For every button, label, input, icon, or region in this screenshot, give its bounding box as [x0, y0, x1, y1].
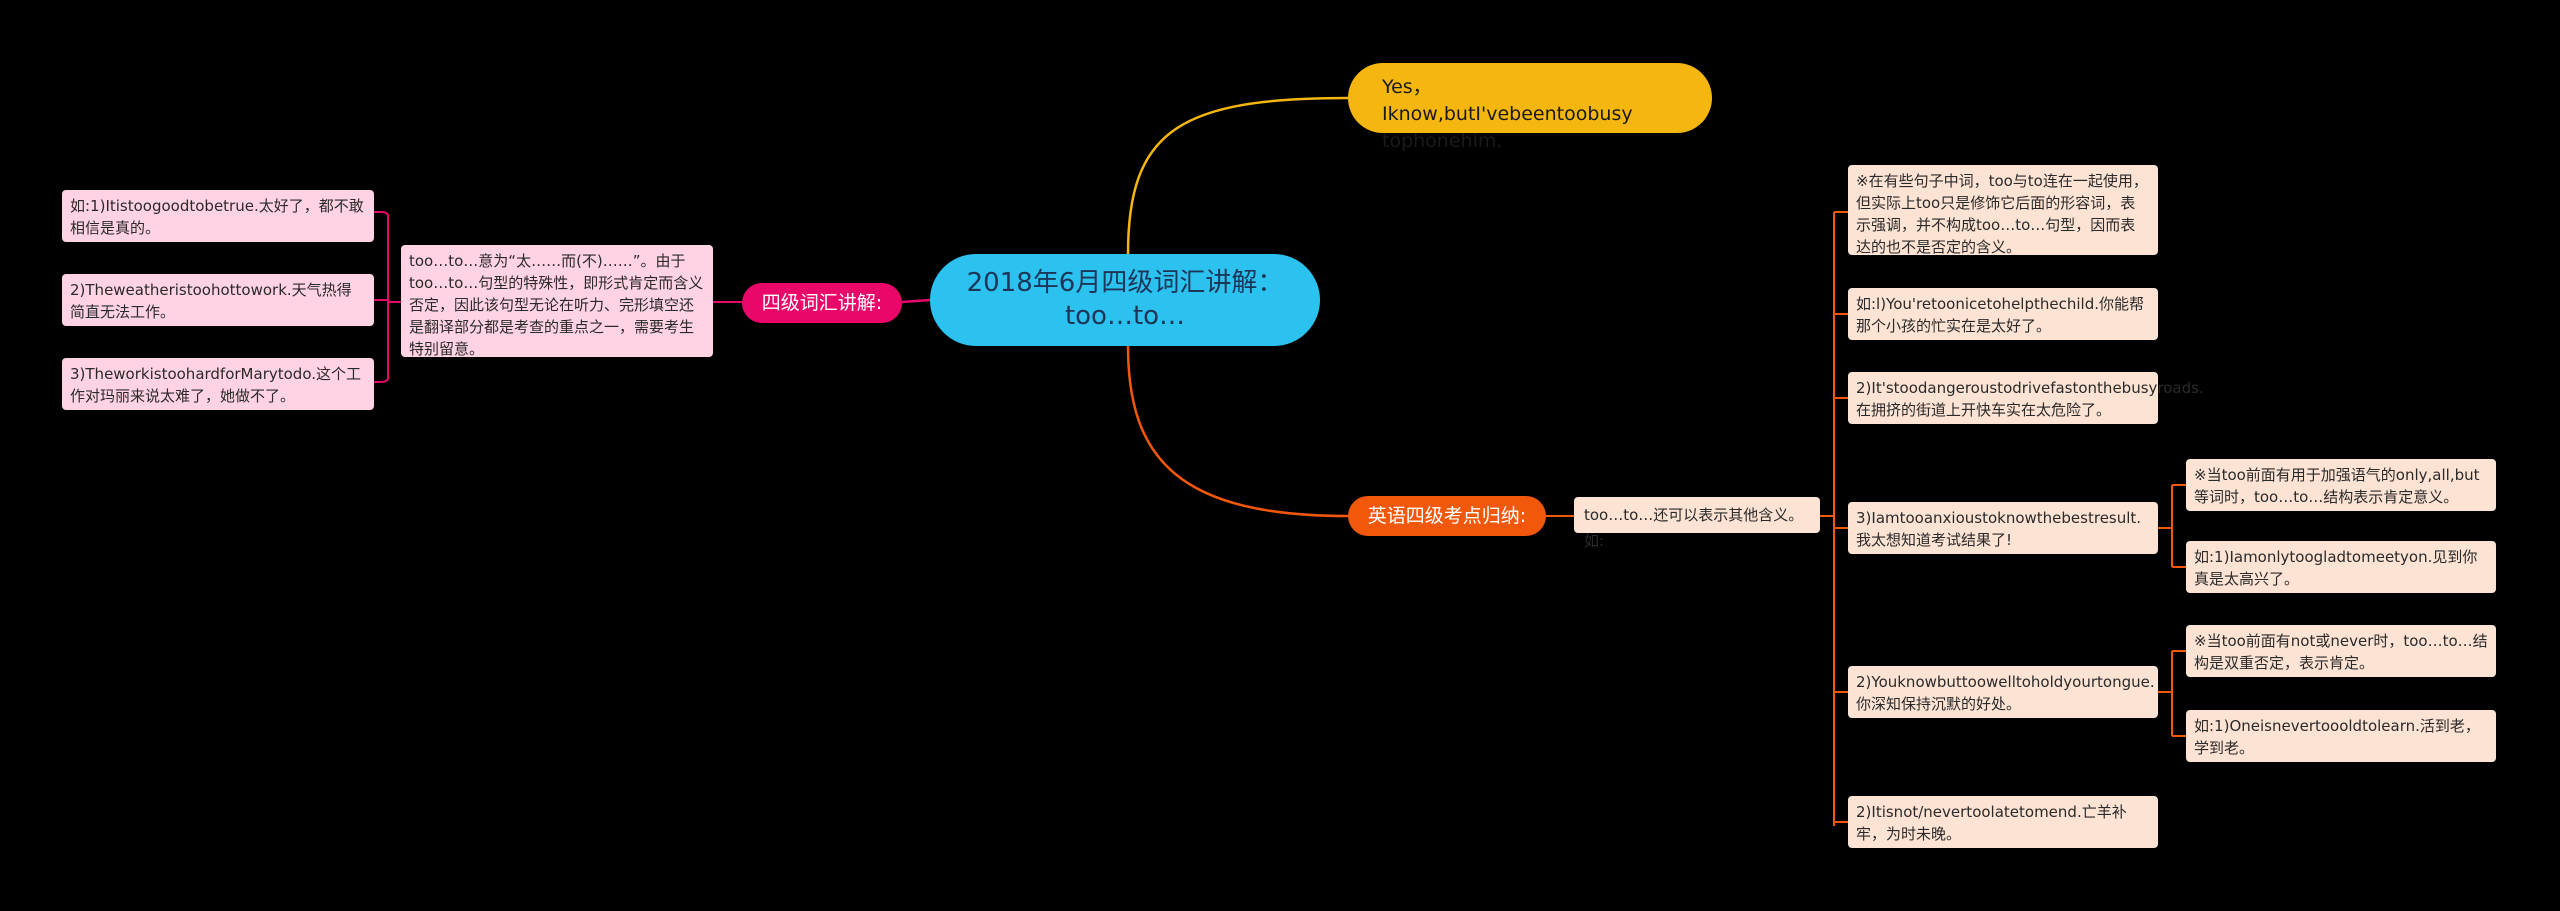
example-text-3: 3)TheworkistoohardforMarytodo.这个工作对玛丽来说太…	[70, 365, 361, 405]
link-item5-subb	[2158, 650, 2186, 737]
branch-top-node[interactable]: Yes，Iknow,butI'vebeentoobusy tophonehim.	[1348, 63, 1712, 152]
explanation-node[interactable]: too…to…意为“太……而(不)……”。由于too…to…句型的特殊性，即形式…	[401, 245, 713, 358]
branch-left-node[interactable]: 四级词汇讲解:	[742, 283, 902, 323]
sub-b-node-2[interactable]: 如:1)Oneisnevertoooldtolearn.活到老，学到老。	[2186, 710, 2496, 762]
sub-a-text-2: 如:1)Iamonlytoogladtomeetyon.见到你真是太高兴了。	[2194, 548, 2478, 588]
item-node-3[interactable]: 2)It'stoodangeroustodrivefastonthebusyro…	[1848, 372, 2204, 424]
item-text-5: 2)Youknowbuttoowelltoholdyourtongue.你深知保…	[1856, 673, 2155, 713]
item-text-2: 如:l)You'retoonicetohelpthechild.你能帮那个小孩的…	[1856, 295, 2144, 335]
branch-left-label: 四级词汇讲解:	[761, 292, 883, 314]
item-node-1[interactable]: ※在有些句子中词，too与to连在一起使用，但实际上too只是修饰它后面的形容词…	[1848, 165, 2158, 256]
item-text-6: 2)Itisnot/nevertoolatetomend.亡羊补牢，为时未晚。	[1856, 803, 2127, 843]
branch-top-label: Yes，Iknow,butI'vebeentoobusy tophonehim.	[1382, 76, 1633, 152]
sub-a-node-1[interactable]: ※当too前面有用于加强语气的only,all,but等词时，too…to…结构…	[2186, 459, 2496, 511]
example-text-1: 如:1)Itistoogoodtobetrue.太好了，都不敢相信是真的。	[70, 197, 364, 237]
explanation-text: too…to…意为“太……而(不)……”。由于too…to…句型的特殊性，即形式…	[409, 252, 704, 358]
sub-text: too…to…还可以表示其他含义。如:	[1584, 506, 1804, 550]
item-node-2[interactable]: 如:l)You'retoonicetohelpthechild.你能帮那个小孩的…	[1848, 288, 2158, 340]
example-node-1[interactable]: 如:1)Itistoogoodtobetrue.太好了，都不敢相信是真的。	[62, 190, 374, 242]
sub-a-text-1: ※当too前面有用于加强语气的only,all,but等词时，too…to…结构…	[2194, 466, 2480, 506]
branch-right-label: 英语四级考点归纳:	[1367, 505, 1527, 527]
sub-b-text-2: 如:1)Oneisnevertoooldtolearn.活到老，学到老。	[2194, 717, 2480, 757]
item-text-1: ※在有些句子中词，too与to连在一起使用，但实际上too只是修饰它后面的形容词…	[1856, 172, 2148, 256]
item-text-3: 2)It'stoodangeroustodrivefastonthebusyro…	[1856, 379, 2204, 419]
link-central-orange	[1126, 345, 1349, 518]
item-node-4[interactable]: 3)Iamtooanxioustoknowthebestresult.我太想知道…	[1848, 502, 2158, 554]
central-topic[interactable]: 2018年6月四级词汇讲解：too…to…	[930, 254, 1320, 346]
example-text-2: 2)Theweatheristoohottowork.天气热得简直无法工作。	[70, 281, 352, 321]
link-central-pink	[901, 298, 931, 304]
sub-a-node-2[interactable]: 如:1)Iamonlytoogladtomeetyon.见到你真是太高兴了。	[2186, 541, 2496, 593]
link-sub-items	[1820, 211, 1848, 826]
sub-b-text-1: ※当too前面有not或never时，too…to…结构是双重否定，表示肯定。	[2194, 632, 2488, 672]
item-node-6[interactable]: 2)Itisnot/nevertoolatetomend.亡羊补牢，为时未晚。	[1848, 796, 2158, 848]
central-topic-label: 2018年6月四级词汇讲解：too…to…	[966, 268, 1284, 331]
link-item4-suba	[2158, 484, 2186, 568]
link-explanation-examples	[374, 211, 401, 383]
branch-right-node[interactable]: 英语四级考点归纳:	[1348, 496, 1546, 536]
item-node-5[interactable]: 2)Youknowbuttoowelltoholdyourtongue.你深知保…	[1848, 666, 2158, 718]
sub-b-node-1[interactable]: ※当too前面有not或never时，too…to…结构是双重否定，表示肯定。	[2186, 625, 2496, 677]
example-node-3[interactable]: 3)TheworkistoohardforMarytodo.这个工作对玛丽来说太…	[62, 358, 374, 410]
link-central-top	[1126, 96, 1349, 255]
example-node-2[interactable]: 2)Theweatheristoohottowork.天气热得简直无法工作。	[62, 274, 374, 326]
sub-node[interactable]: too…to…还可以表示其他含义。如:	[1574, 497, 1820, 550]
item-text-4: 3)Iamtooanxioustoknowthebestresult.我太想知道…	[1856, 509, 2142, 549]
